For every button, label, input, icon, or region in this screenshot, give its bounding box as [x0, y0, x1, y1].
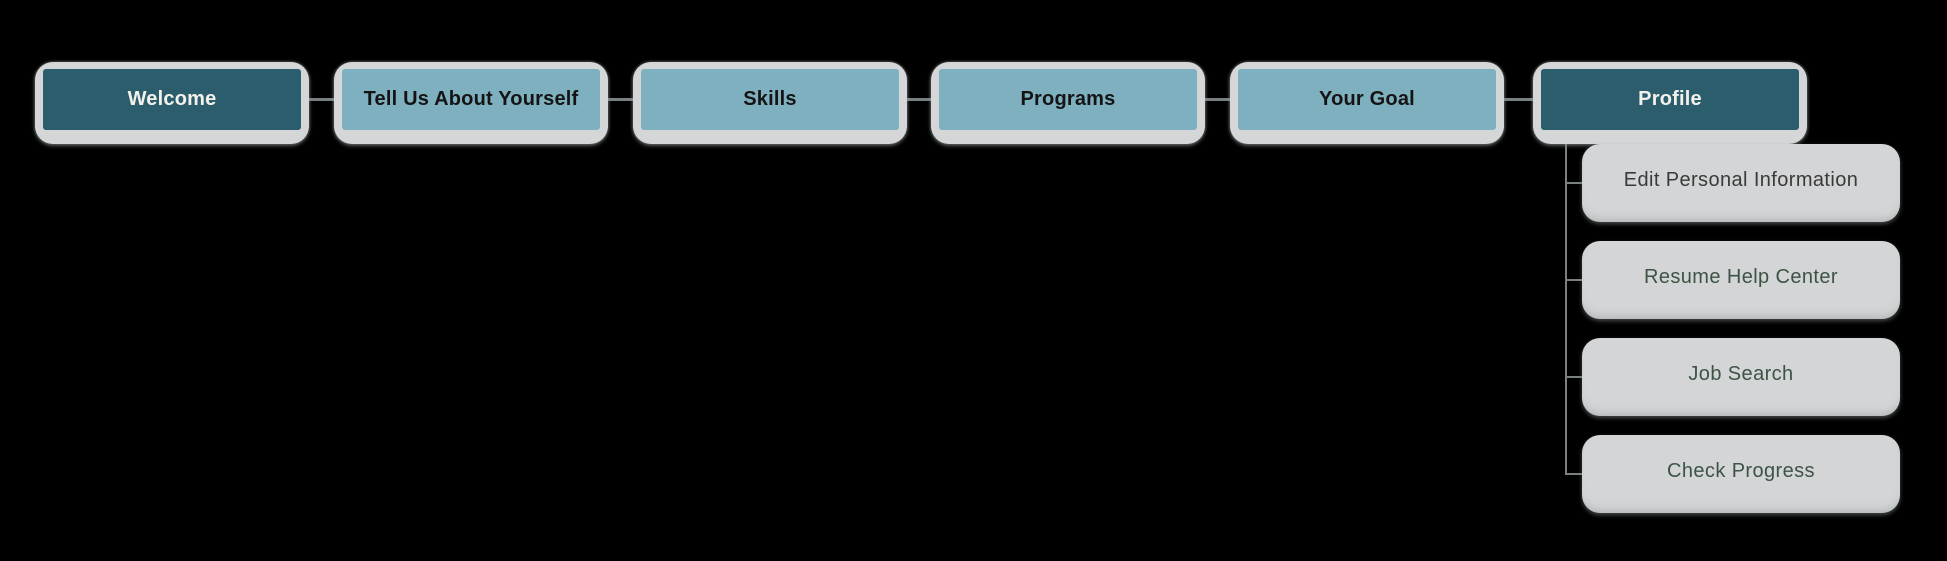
step-profile[interactable]: Profile: [1533, 62, 1807, 144]
branch-tick-resume-help-center: [1565, 279, 1593, 281]
branch-tick-job-search: [1565, 376, 1593, 378]
step-welcome[interactable]: Welcome: [35, 62, 309, 144]
step-programs-label: Programs: [939, 69, 1197, 130]
branch-tick-edit-personal-information: [1565, 182, 1593, 184]
step-skills[interactable]: Skills: [633, 62, 907, 144]
step-your-goal[interactable]: Your Goal: [1230, 62, 1504, 144]
branch-tick-check-progress: [1565, 473, 1593, 475]
connector-goal-profile: [1499, 98, 1539, 101]
step-skills-label: Skills: [641, 69, 899, 130]
profile-item-edit-personal-information[interactable]: Edit Personal Information: [1582, 144, 1900, 222]
step-tell-us-about-yourself-label: Tell Us About Yourself: [342, 69, 600, 130]
step-welcome-label: Welcome: [43, 69, 301, 130]
profile-item-resume-help-center[interactable]: Resume Help Center: [1582, 241, 1900, 319]
profile-item-job-search[interactable]: Job Search: [1582, 338, 1900, 416]
connector-programs-goal: [1200, 98, 1236, 101]
step-your-goal-label: Your Goal: [1238, 69, 1496, 130]
connector-skills-programs: [902, 98, 937, 101]
profile-item-edit-personal-information-label: Edit Personal Information: [1623, 168, 1859, 191]
profile-item-resume-help-center-label: Resume Help Center: [1644, 265, 1838, 288]
profile-item-job-search-label: Job Search: [1688, 362, 1794, 385]
step-tell-us-about-yourself[interactable]: Tell Us About Yourself: [334, 62, 608, 144]
step-programs[interactable]: Programs: [931, 62, 1205, 144]
profile-branch-line: [1565, 128, 1567, 475]
connector-welcome-tellus: [304, 98, 340, 101]
step-profile-label: Profile: [1541, 69, 1799, 130]
profile-item-check-progress-label: Check Progress: [1667, 459, 1815, 482]
profile-item-check-progress[interactable]: Check Progress: [1582, 435, 1900, 513]
connector-tellus-skills: [603, 98, 639, 101]
